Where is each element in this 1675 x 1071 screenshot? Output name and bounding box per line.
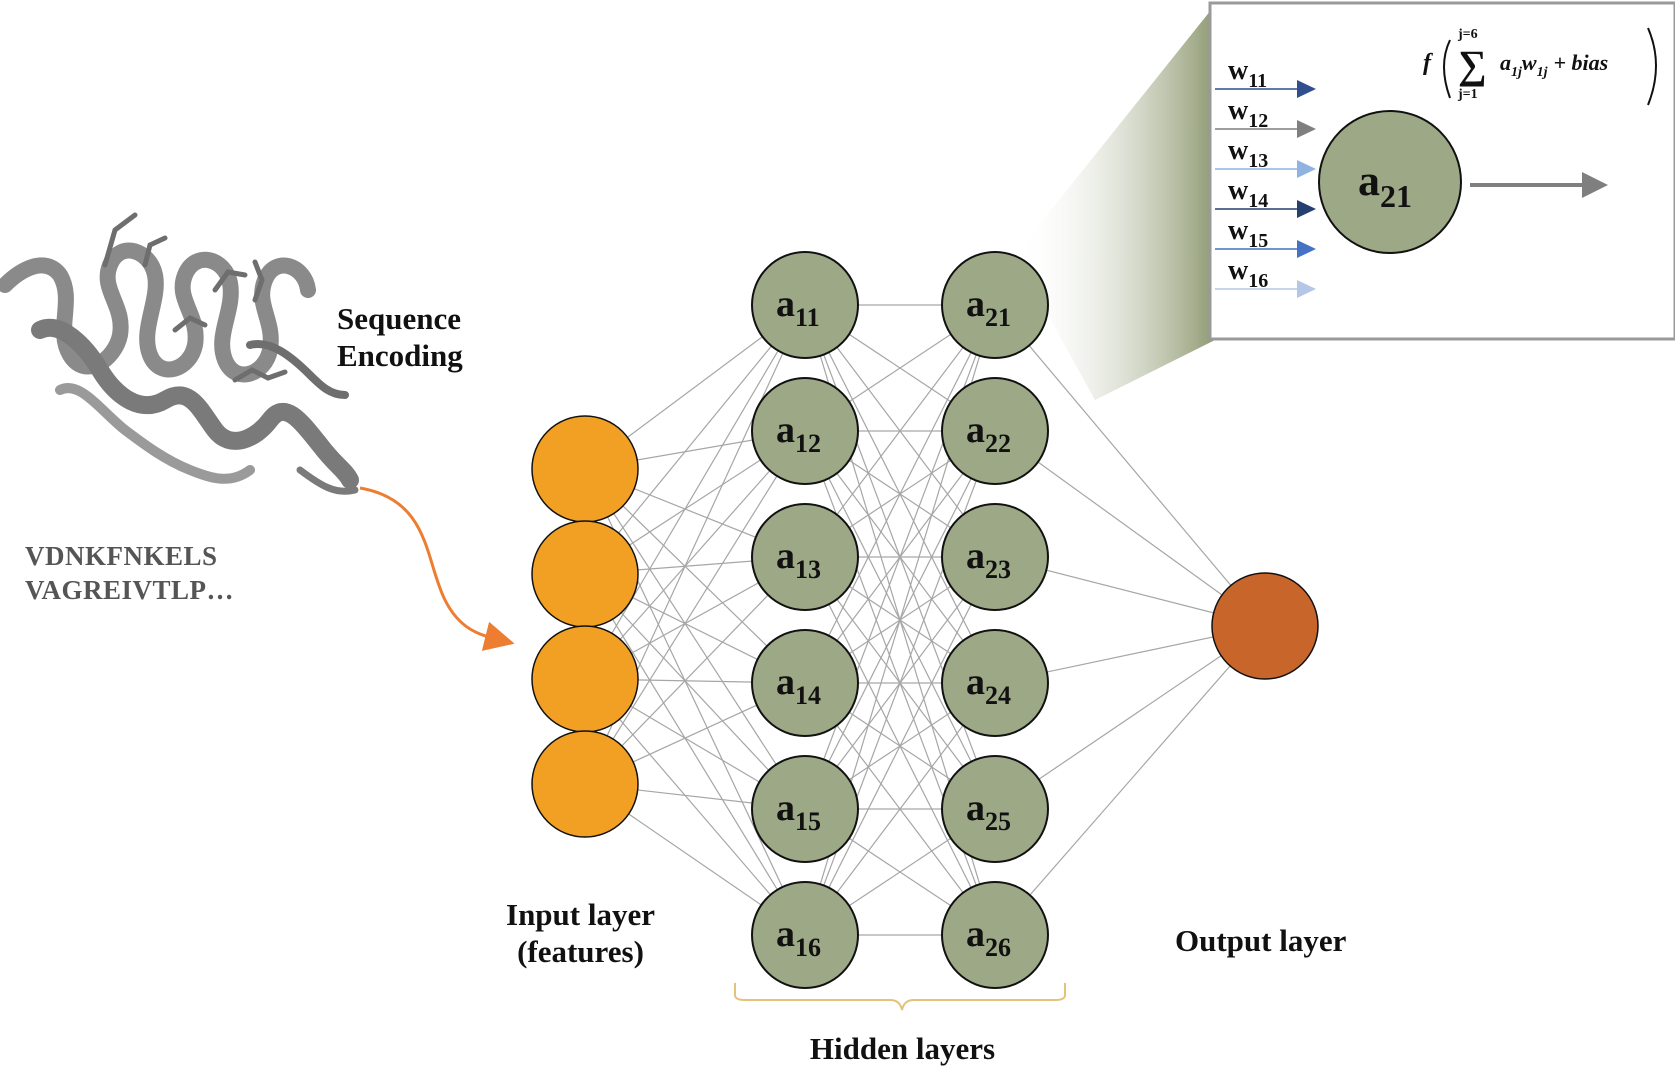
hidden-node-label: a15 (776, 787, 821, 836)
connection-hidden1-hidden2 (804, 304, 996, 684)
connections (584, 304, 1266, 936)
hidden-node (751, 881, 859, 989)
hidden-node (751, 629, 859, 737)
hidden-node (941, 377, 1049, 485)
output-node (1211, 572, 1319, 680)
input-node (531, 415, 639, 523)
weight-label: w12 (1228, 95, 1268, 132)
hidden-layer-2-nodes: a21 a22 a23 a24 a25 a26 (941, 251, 1049, 989)
hidden-node-label: a21 (966, 283, 1011, 332)
hidden-node-label: a24 (966, 661, 1011, 710)
input-layer-line2: (features) (517, 934, 644, 970)
protein-structure-image (0, 212, 359, 495)
hidden-node (751, 503, 859, 611)
input-layer-line1: Input layer (506, 897, 655, 932)
weight-arrowhead (1297, 160, 1316, 178)
weight-label: w16 (1228, 255, 1268, 292)
hidden-node (941, 251, 1049, 359)
svg-text:∑: ∑ (1458, 42, 1487, 87)
svg-text:j=6: j=6 (1457, 27, 1478, 42)
zoom-wedge (1015, 5, 1215, 400)
weight-arrowhead (1297, 200, 1316, 218)
connection-input-hidden1 (584, 430, 806, 785)
sequence-encoding-label: Sequence Encoding (337, 300, 463, 374)
hidden-node-label: a16 (776, 913, 821, 962)
hidden-node-label: a25 (966, 787, 1011, 836)
connection-input-hidden1 (584, 468, 806, 810)
input-node (531, 520, 639, 628)
connection-input-hidden1 (584, 430, 806, 680)
hidden-node (941, 755, 1049, 863)
hidden-node (941, 503, 1049, 611)
svg-text:j=1: j=1 (1457, 87, 1478, 102)
weight-label: w11 (1228, 55, 1267, 92)
inset-neuron (1318, 110, 1462, 254)
hidden-layers-brace (734, 983, 1066, 1011)
weight-label: w14 (1228, 175, 1268, 212)
connection-hidden2-output (994, 625, 1266, 810)
input-layer-nodes (531, 415, 639, 838)
hidden-node (751, 251, 859, 359)
hidden-node (751, 755, 859, 863)
connection-input-hidden1 (584, 573, 806, 936)
hidden-node (941, 881, 1049, 989)
hidden-node-label: a14 (776, 661, 821, 710)
sequence-text: VDNKFNKELS VAGREIVTLP… (25, 540, 234, 608)
hidden-node (751, 377, 859, 485)
connection-hidden1-hidden2 (804, 556, 996, 936)
hidden-node-label: a22 (966, 409, 1011, 458)
input-layer-label: Input layer (features) (488, 896, 673, 970)
inset-neuron-label: a21 (1358, 156, 1412, 214)
activation-formula: f j=6 ∑ j=1 a1jw1j+ bias (1423, 27, 1657, 106)
hidden-node-label: a26 (966, 913, 1011, 962)
hidden-layers-label: Hidden layers (809, 1031, 996, 1066)
hidden-node-label: a11 (776, 283, 820, 332)
hidden-node-label: a13 (776, 535, 821, 584)
weight-label: w13 (1228, 135, 1268, 172)
connection-hidden2-output (994, 304, 1266, 627)
weight-arrowhead (1297, 240, 1316, 258)
hidden-layer-1-nodes: a11 a12 a13 a14 a15 a16 (751, 251, 859, 989)
connection-input-hidden1 (584, 304, 806, 575)
hidden-node (941, 629, 1049, 737)
sequence-line1: VDNKFNKELS (25, 541, 218, 571)
weight-label: w15 (1228, 215, 1268, 252)
svg-text:a1jw1j+ bias: a1jw1j+ bias (1500, 50, 1608, 80)
input-node (531, 625, 639, 733)
input-node (531, 730, 639, 838)
sequence-line2: VAGREIVTLP… (25, 574, 235, 605)
connection-hidden2-output (994, 625, 1266, 936)
connection-hidden2-output (994, 430, 1266, 627)
hidden-node-label: a12 (776, 409, 821, 458)
output-layer-label: Output layer (1175, 923, 1347, 958)
sequence-encoding-line2: Encoding (337, 338, 463, 374)
connection-input-hidden1 (584, 304, 806, 680)
inset-output-arrowhead (1582, 172, 1608, 198)
hidden-node-label: a23 (966, 535, 1011, 584)
output-layer-nodes (1211, 572, 1319, 680)
weight-arrowhead (1297, 280, 1316, 298)
encoding-arrow (359, 486, 515, 651)
weight-arrowhead (1297, 120, 1316, 138)
weight-arrowhead (1297, 80, 1316, 98)
sequence-encoding-line1: Sequence (337, 301, 461, 336)
connection-input-hidden1 (584, 678, 806, 936)
svg-text:f: f (1423, 50, 1433, 76)
